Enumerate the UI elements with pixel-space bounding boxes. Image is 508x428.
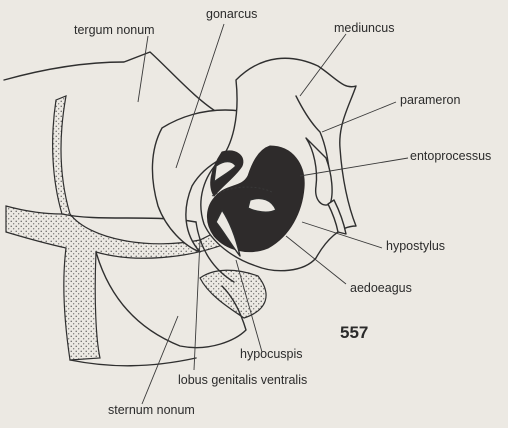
label-parameron: parameron	[400, 93, 460, 107]
label-hypostylus: hypostylus	[386, 239, 445, 253]
label-tergum-nonum: tergum nonum	[74, 23, 155, 37]
lower-stipple	[200, 270, 266, 318]
label-mediuncus: mediuncus	[334, 21, 394, 35]
label-lobus-genitalis-ventralis: lobus genitalis ventralis	[178, 373, 307, 387]
tergum-nonum-shape	[4, 52, 220, 114]
figure-number: 557	[340, 323, 368, 342]
label-hypocuspis: hypocuspis	[240, 347, 303, 361]
label-gonarcus: gonarcus	[206, 7, 257, 21]
label-aedoeagus: aedoeagus	[350, 281, 412, 295]
label-entoprocessus: entoprocessus	[410, 149, 491, 163]
label-sternum-nonum: sternum nonum	[108, 403, 195, 417]
